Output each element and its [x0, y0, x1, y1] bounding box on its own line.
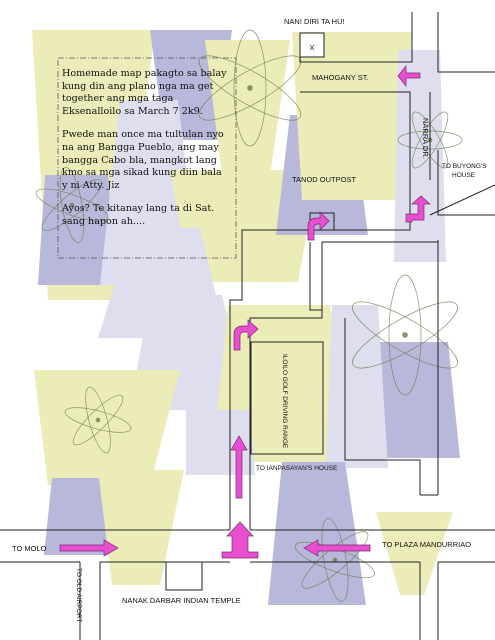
temple-label: NANAK DARBAR INDIAN TEMPLE [122, 596, 241, 605]
bg-light-lavender-shape [394, 50, 446, 262]
bg-light-lavender-shape [326, 305, 388, 468]
atom-ornament [35, 167, 109, 243]
bg-yellow-shape [376, 512, 453, 595]
bg-yellow-shape [292, 32, 412, 200]
destination-mark: X [309, 43, 314, 52]
note-paragraph: Ayos? Te kitanay lang ta di Sat. sang ha… [62, 203, 215, 227]
golf-range-building [250, 341, 324, 455]
atom-ornament [352, 274, 458, 396]
road-line [429, 184, 495, 216]
road-network [0, 12, 495, 640]
bg-lavender-shape [38, 175, 118, 285]
buyong-house-label: TO BUYONG'S [442, 163, 487, 170]
arrow-left-mahogany [397, 65, 421, 87]
background-shapes [32, 30, 460, 605]
arrow-up-golf [230, 435, 248, 499]
road-line [344, 318, 421, 495]
mahogany-street-label: MAHOGANY ST. [312, 73, 369, 82]
direction-arrows [59, 65, 431, 559]
ianpasayan-house-label: TO IANPASAYAN'S HOUSE [256, 465, 338, 472]
road-line [229, 91, 411, 500]
plaza-mandurriao-label: TO PLAZA MANDURRIAO [382, 540, 471, 549]
arrow-right-molo [59, 539, 119, 557]
note-paragraph: Pwede man once ma tultulan nyo na ang Ba… [62, 129, 224, 191]
tanod-outpost-label: TANOD OUTPOST [292, 175, 356, 184]
old-airport-label: TO OLD AIRPORT [75, 568, 82, 622]
road-line [249, 310, 323, 495]
road-line [437, 12, 495, 73]
arrow-turn-golf [233, 319, 259, 351]
map-note: Homemade map pakagto sa balay kung din a… [62, 68, 230, 240]
narra-drive-label: NARRA DR. [421, 118, 430, 159]
bg-yellow-shape [34, 370, 180, 485]
bg-yellow-shape [98, 470, 184, 585]
note-frame [57, 57, 237, 259]
arrow-turn-tanod [307, 211, 330, 241]
bg-lavender-shape [268, 462, 366, 605]
destination-box [299, 32, 325, 58]
arrow-turn-narra [405, 195, 431, 223]
temple-building [165, 561, 203, 591]
atom-ornament [198, 29, 302, 147]
buyong-house-label-2: HOUSE [452, 172, 476, 179]
decorative-atoms [35, 29, 463, 602]
road-line [437, 150, 495, 216]
destination-label: NAN! DIRI TA HU! [284, 17, 345, 26]
arrow-up-junction [221, 521, 259, 559]
bg-light-lavender-shape [186, 410, 255, 475]
atom-ornament [64, 386, 132, 454]
golf-range-label: ILOILO GOLF DRIVING RANGE [281, 354, 288, 449]
arrow-left-plaza [303, 539, 371, 557]
molo-label: TO MOLO [12, 544, 47, 553]
note-paragraph: Homemade map pakagto sa balay kung din a… [62, 68, 227, 117]
